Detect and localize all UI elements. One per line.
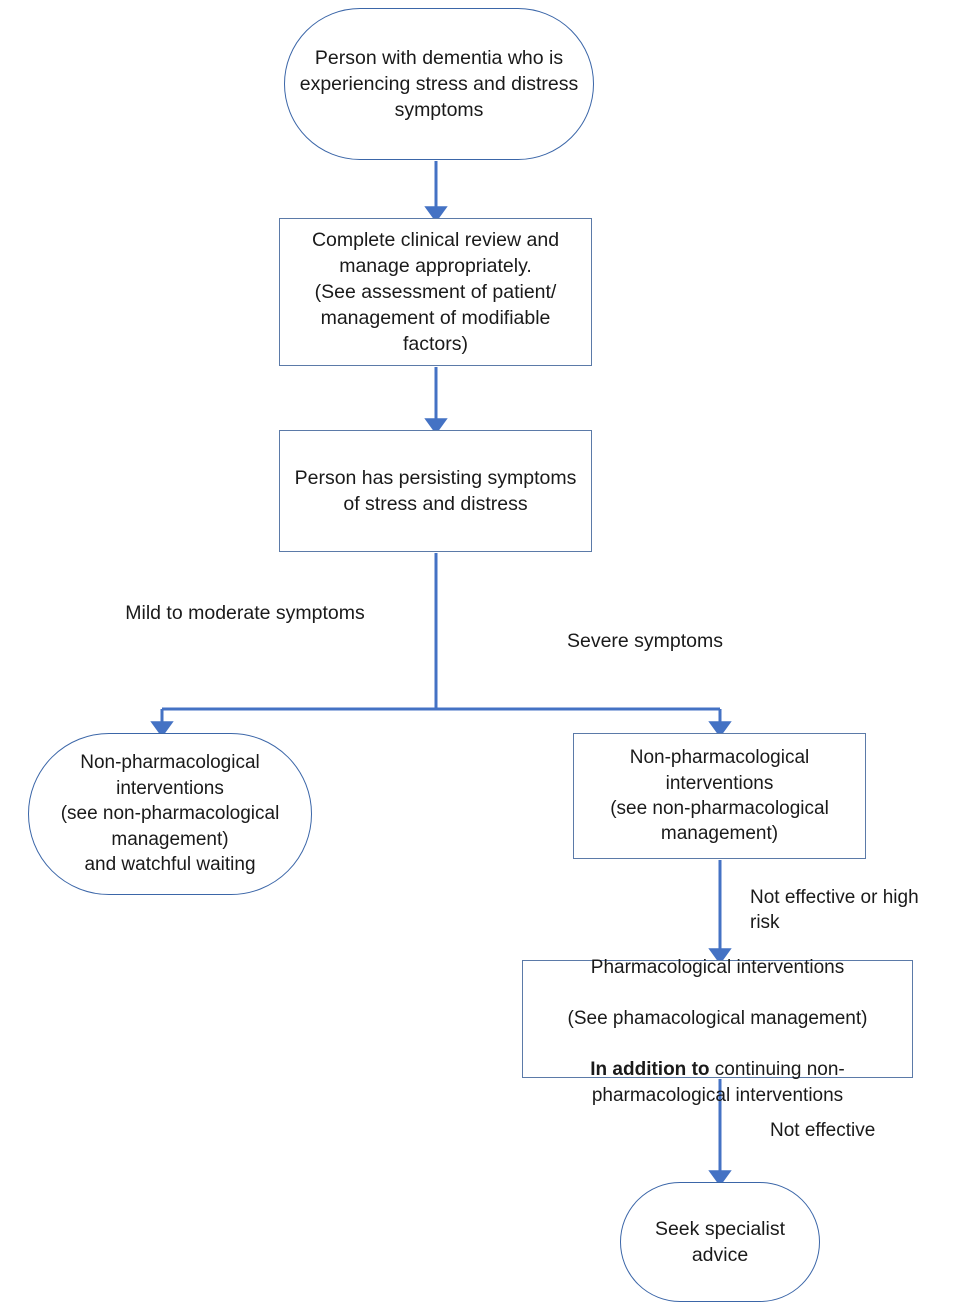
node-pharm-line2: (See phamacological management) [567, 1008, 868, 1030]
node-nonpharm-right-label: Non-pharmacological interventions (see n… [610, 747, 829, 845]
node-seek-specialist-advice[interactable]: Seek specialist advice [620, 1182, 820, 1302]
node-pharm-line3-rest: continuing non-pharmacological intervent… [591, 1059, 845, 1106]
node-nonpharm-left-label: Non-pharmacological interventions (see n… [60, 752, 280, 876]
node-persist-label: Person has persisting symptoms of stress… [294, 466, 577, 515]
edge-label-mild-to-moderate: Mild to moderate symptoms [125, 602, 365, 624]
edge-label-not-effective: Not effective [770, 1120, 876, 1141]
node-pharm-label: Pharmacological interventions (See phama… [531, 930, 904, 1108]
node-pharm-line1: Pharmacological interventions [590, 957, 845, 979]
edge-label-severe-symptoms: Severe symptoms [566, 630, 724, 652]
node-non-pharmacological-watchful-waiting[interactable]: Non-pharmacological interventions (see n… [28, 733, 312, 895]
node-pharm-line3-emphasis: In addition to [590, 1059, 710, 1081]
node-specialist-label: Seek specialist advice [654, 1217, 786, 1266]
node-complete-clinical-review[interactable]: Complete clinical review and manage appr… [279, 218, 592, 366]
node-person-with-dementia[interactable]: Person with dementia who is experiencing… [284, 8, 594, 160]
node-non-pharmacological-interventions[interactable]: Non-pharmacological interventions (see n… [573, 733, 866, 859]
node-review-label: Complete clinical review and manage appr… [311, 228, 560, 356]
edge-label-not-effective-or-high-risk: Not effective or high risk [750, 887, 919, 934]
node-start-label: Person with dementia who is experiencing… [299, 46, 579, 122]
node-pharmacological-interventions[interactable]: Pharmacological interventions (See phama… [522, 957, 913, 1106]
node-persisting-symptoms[interactable]: Person has persisting symptoms of stress… [279, 430, 592, 552]
